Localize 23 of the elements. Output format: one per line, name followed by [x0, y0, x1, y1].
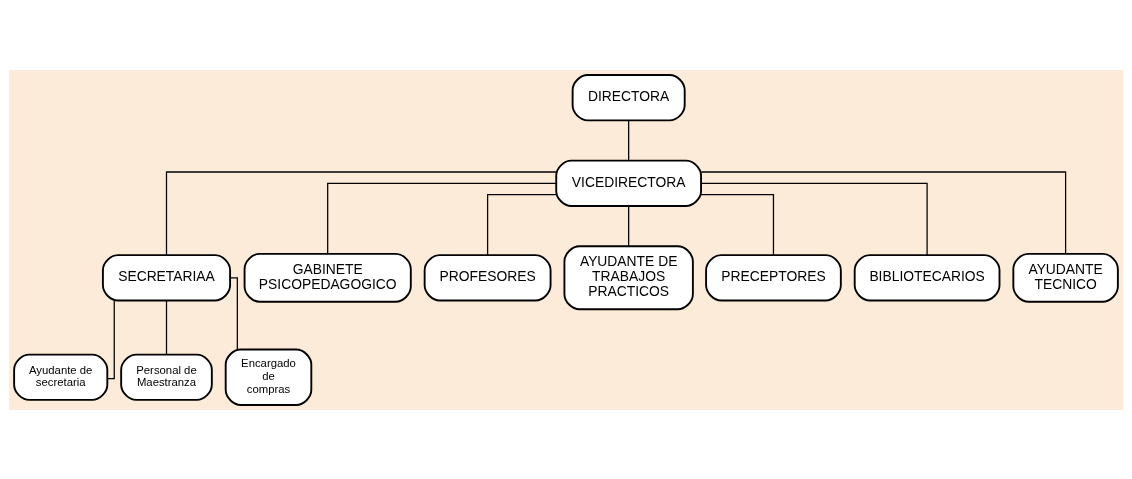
connector [700, 170, 1067, 254]
connector [700, 193, 775, 256]
connector [229, 276, 238, 350]
node-box: AYUDANTE TECNICO [1012, 252, 1119, 303]
connector [700, 182, 928, 256]
node-box: Personal de Maestranza [120, 353, 213, 401]
node-box: Ayudante de secretaria [13, 353, 109, 401]
node-box: PRECEPTORES [705, 253, 842, 301]
node-box: Encargado de compras [224, 348, 313, 406]
connector [628, 119, 630, 161]
node-box: SECRETARIAA [101, 253, 232, 301]
node-box: PROFESORES [423, 253, 552, 301]
connector [327, 182, 557, 254]
connector [165, 299, 168, 355]
node-box: VICEDIRECTORA [555, 159, 702, 207]
connector [107, 299, 115, 379]
node-box: AYUDANTE DE TRABAJOS PRACTICOS [563, 244, 694, 310]
node-box: DIRECTORA [571, 73, 686, 121]
node-box: GABINETE PSICOPEDAGOGICO [243, 252, 412, 303]
connector [165, 170, 557, 255]
connector [487, 193, 557, 256]
connector [628, 205, 630, 247]
node-box: BIBLIOTECARIOS [853, 253, 1001, 301]
